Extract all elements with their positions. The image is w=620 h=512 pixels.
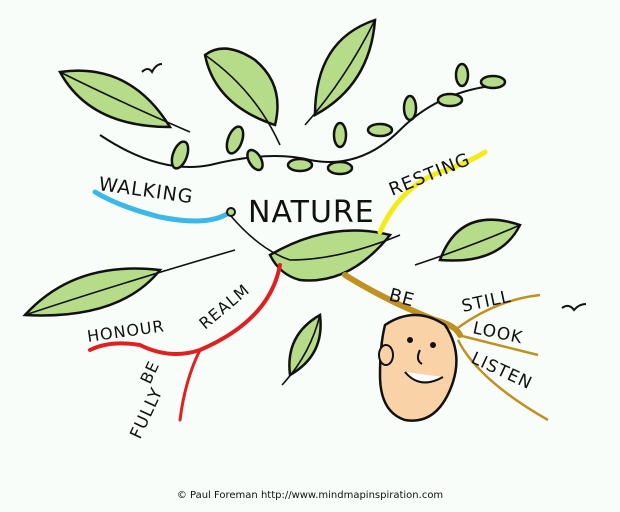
credit-line: © Paul Foreman http://www.mindmapinspira… xyxy=(176,490,444,501)
leaf-left xyxy=(22,249,236,317)
label-fully: FULLY xyxy=(126,384,167,442)
still-branch xyxy=(454,293,541,332)
listen-branch xyxy=(456,339,549,422)
leaf-top-left xyxy=(58,69,191,133)
vine-leaves xyxy=(170,62,507,176)
walking-branch xyxy=(92,189,233,224)
center-node xyxy=(226,207,236,217)
label-be: BE xyxy=(387,285,417,312)
label-still: STILL xyxy=(460,287,513,317)
central-topic: NATURE xyxy=(248,195,375,230)
label-be-fully: BE xyxy=(136,358,163,387)
bird-icon xyxy=(141,63,163,74)
look-branch xyxy=(457,333,539,357)
leaf-right xyxy=(414,218,522,266)
label-resting: RESTING xyxy=(386,149,474,201)
fully-branch xyxy=(178,348,202,422)
bird-icon xyxy=(561,303,587,312)
leaf-top-right xyxy=(304,18,377,126)
face-icon xyxy=(378,313,458,422)
realm-branch xyxy=(88,263,282,356)
resting-branch xyxy=(377,149,488,235)
leaf-lower-center xyxy=(281,312,322,386)
leaf-top-center xyxy=(203,47,281,146)
leaf-center xyxy=(229,214,401,282)
label-listen: LISTEN xyxy=(468,348,535,394)
